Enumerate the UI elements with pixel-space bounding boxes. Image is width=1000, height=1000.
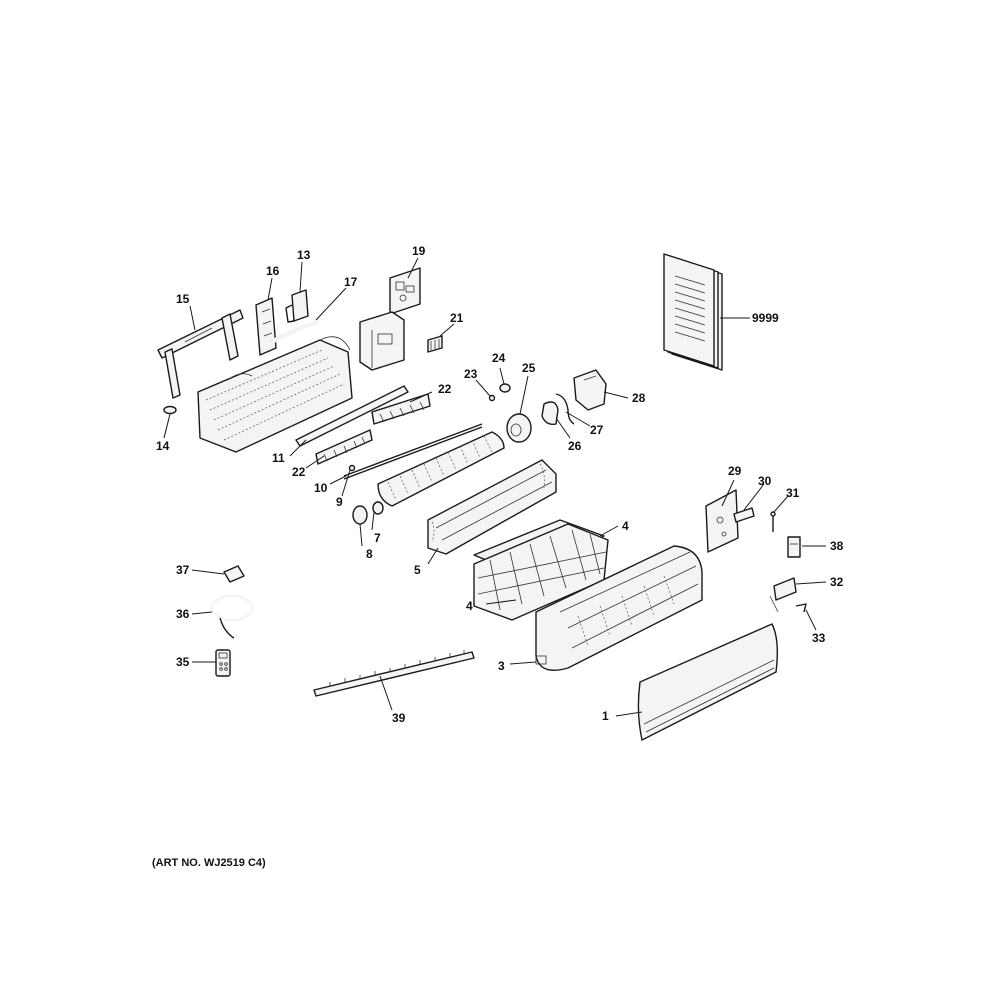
callout-9999: 9999	[752, 311, 779, 325]
part-11-bar[interactable]	[295, 385, 409, 447]
callout-11: 11	[272, 451, 285, 465]
part-29-cover-plate[interactable]	[705, 489, 739, 553]
part-31-sensor[interactable]	[770, 511, 776, 532]
part-39-strip[interactable]	[313, 650, 475, 697]
callout-27: 27	[590, 423, 604, 437]
callout-26: 26	[568, 439, 582, 453]
callout-37: 37	[176, 563, 190, 577]
callout-36: 36	[176, 607, 190, 621]
part-23-pin[interactable]	[488, 394, 496, 402]
part-3-main-housing[interactable]	[535, 545, 703, 671]
part-8-bearing-holder[interactable]	[352, 505, 368, 525]
callout-32: 32	[830, 575, 844, 589]
callout-29: 29	[728, 464, 742, 478]
part-22-louver-upper[interactable]	[371, 393, 431, 425]
blower-wheel[interactable]	[377, 431, 505, 507]
part-28-motor-cover[interactable]	[573, 369, 607, 411]
part-37-label[interactable]	[223, 565, 245, 583]
electrical-box[interactable]	[359, 311, 405, 371]
part-30-small-board[interactable]	[733, 507, 755, 523]
part-22-louver-lower[interactable]	[315, 429, 373, 465]
callout-5: 5	[414, 563, 421, 577]
part-5-drain-pan[interactable]	[427, 459, 557, 555]
callout-14: 14	[156, 439, 170, 453]
leader-lines	[163, 257, 827, 717]
part-25-fan-motor[interactable]	[506, 413, 532, 443]
callout-21: 21	[450, 311, 464, 325]
part-19-control-board[interactable]	[389, 267, 421, 315]
callout-33: 33	[812, 631, 826, 645]
part-17-drain-hose[interactable]	[260, 319, 319, 350]
part-26-bracket[interactable]	[541, 401, 559, 426]
part-10-rod[interactable]	[343, 423, 483, 480]
part-13-clip[interactable]	[285, 289, 309, 323]
callout-4-upper: 4	[622, 519, 629, 533]
callout-15: 15	[176, 292, 190, 306]
callout-19: 19	[412, 244, 426, 258]
part-7-bearing[interactable]	[372, 501, 384, 515]
callout-1: 1	[602, 709, 609, 723]
part-27-clip[interactable]	[555, 393, 575, 425]
callout-39: 39	[392, 711, 406, 725]
part-36-hose-coil[interactable]	[211, 595, 253, 639]
callout-7: 7	[374, 531, 381, 545]
part-9-pin[interactable]	[348, 464, 356, 472]
callout-22-upper: 22	[438, 382, 452, 396]
callout-9: 9	[336, 495, 343, 509]
part-32-display-board[interactable]	[769, 577, 797, 613]
callout-13: 13	[297, 248, 311, 262]
evaporator-coil[interactable]	[197, 336, 353, 453]
part-21-module[interactable]	[427, 335, 443, 353]
callout-25: 25	[522, 361, 536, 375]
part-33-bracket[interactable]	[795, 603, 807, 613]
callout-23: 23	[464, 367, 478, 381]
callout-8: 8	[366, 547, 373, 561]
callout-28: 28	[632, 391, 646, 405]
callout-4-lower: 4	[466, 599, 473, 613]
part-24-bushing[interactable]	[499, 383, 511, 393]
callout-30: 30	[758, 474, 772, 488]
callout-17: 17	[344, 275, 358, 289]
art-number: (ART NO. WJ2519 C4)	[152, 857, 266, 869]
callout-22-lower: 22	[292, 465, 306, 479]
callout-10: 10	[314, 481, 328, 495]
callout-16: 16	[266, 264, 280, 278]
callout-3: 3	[498, 659, 505, 673]
part-35-remote[interactable]	[215, 649, 231, 677]
part-38-module[interactable]	[787, 536, 801, 558]
callout-31: 31	[786, 486, 800, 500]
part-15-mounting-bracket[interactable]	[157, 309, 244, 399]
callout-38: 38	[830, 539, 844, 553]
callout-24: 24	[492, 351, 506, 365]
part-1-front-panel[interactable]	[637, 623, 779, 741]
part-9999-manual[interactable]	[663, 253, 723, 371]
part-14-cap[interactable]	[163, 405, 177, 415]
callout-35: 35	[176, 655, 190, 669]
callout-labels: 9999 15 16 13 17 19 21 22 11 22 10 9 14 …	[156, 244, 844, 725]
